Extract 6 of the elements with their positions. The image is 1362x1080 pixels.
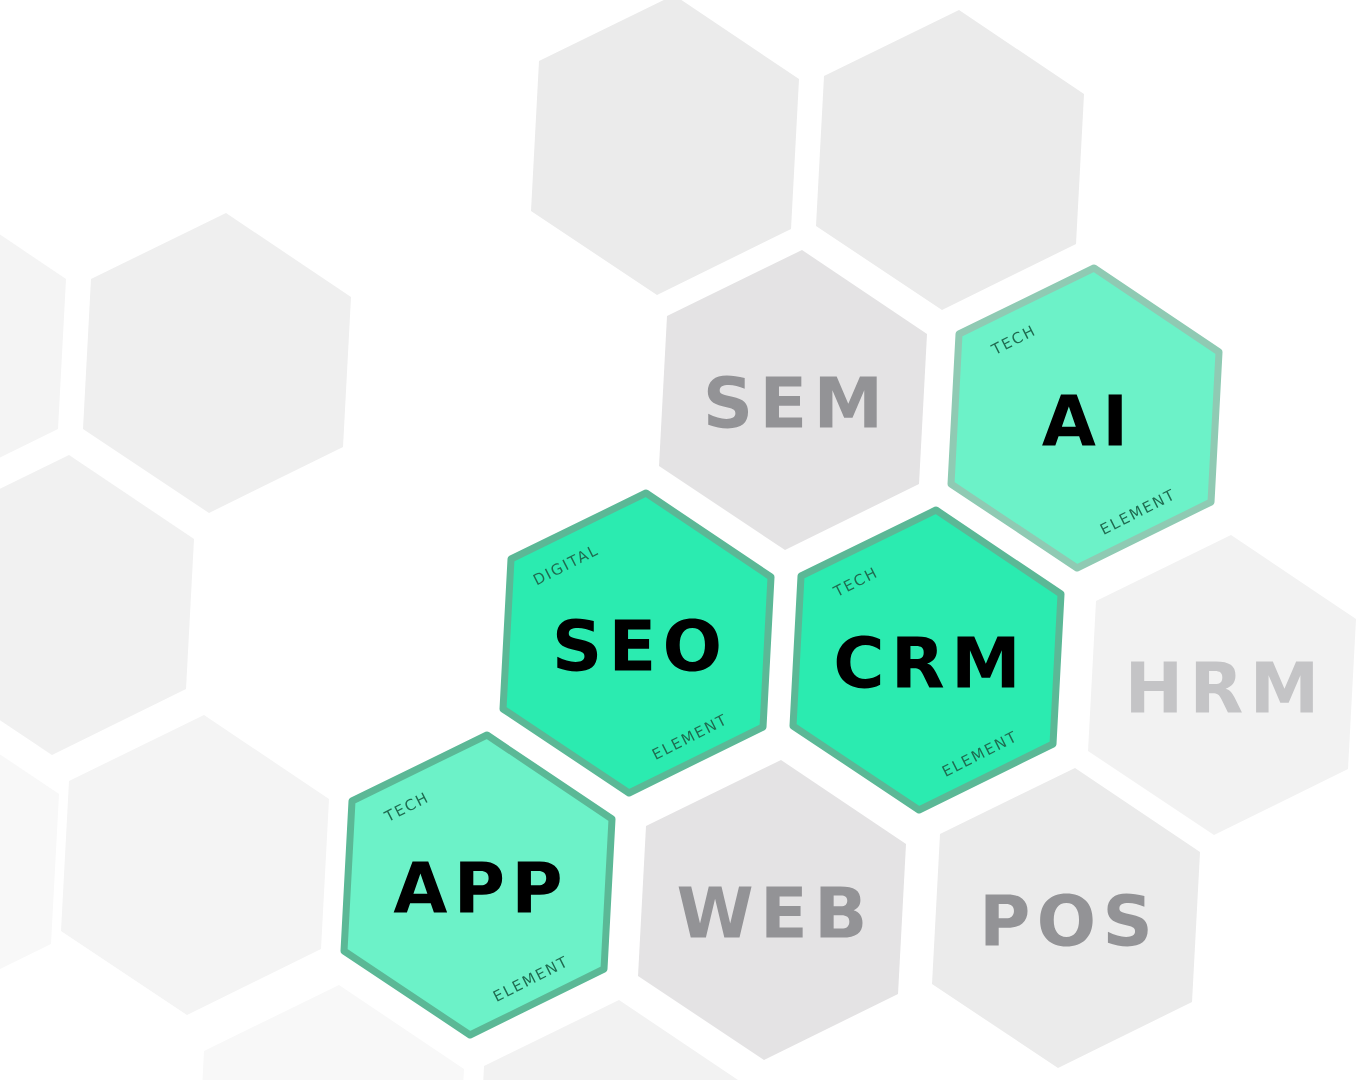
hexagon-tile — [531, 0, 799, 295]
hexagon-tile — [816, 10, 1084, 310]
hexagon-tile: SEM — [659, 250, 927, 550]
hexagon-tile — [202, 985, 464, 1080]
hexagon-tile — [483, 1000, 738, 1080]
hexagon-tile: WEB — [638, 760, 906, 1060]
